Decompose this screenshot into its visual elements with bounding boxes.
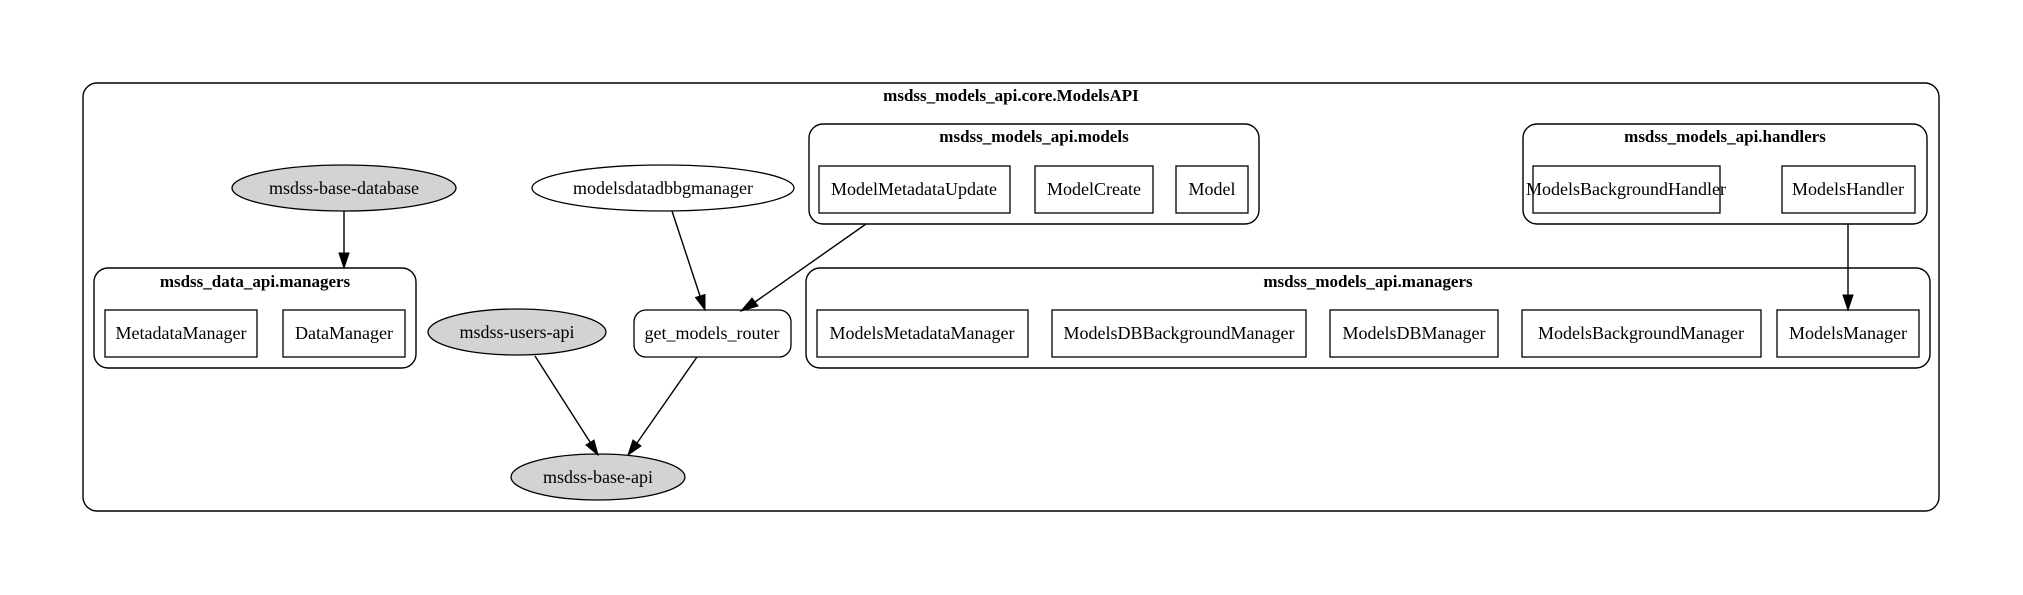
node-label: ModelsManager [1789,323,1907,343]
cluster-title-models-managers: msdss_models_api.managers [1263,272,1473,291]
node-get-models-router[interactable]: get_models_router [633,309,792,358]
node-label: modelsdatadbbgmanager [573,178,753,198]
node-label: ModelsBackgroundManager [1538,323,1744,343]
cluster-title-handlers: msdss_models_api.handlers [1624,127,1826,146]
node-model[interactable]: Model [1175,165,1249,214]
node-label: ModelsMetadataManager [830,323,1015,343]
cluster-title-models: msdss_models_api.models [939,127,1129,146]
edge-router-to-base-api [627,356,698,457]
node-label: msdss-base-api [543,467,653,487]
node-label: get_models_router [645,323,780,343]
node-label: ModelMetadataUpdate [831,179,997,199]
node-label: msdss-users-api [460,322,575,342]
edge-modelsdatadbbgmanager-to-router [671,210,706,312]
node-label: DataManager [295,323,393,343]
edge-users-api-to-base-api [534,355,599,457]
node-model-create[interactable]: ModelCreate [1034,165,1154,214]
node-label: ModelsDBBackgroundManager [1064,323,1295,343]
cluster-models-managers: msdss_models_api.managers ModelsMetadata… [805,267,1931,369]
cluster-data-managers: msdss_data_api.managers MetadataManager … [93,267,417,369]
node-label: ModelsDBManager [1343,323,1486,343]
node-msdss-base-database[interactable]: msdss-base-database [231,164,457,212]
edge-models-to-router [739,223,867,312]
node-models-manager[interactable]: ModelsManager [1776,309,1920,358]
cluster-title-data-managers: msdss_data_api.managers [160,272,351,291]
node-models-db-manager[interactable]: ModelsDBManager [1329,309,1499,358]
node-msdss-users-api[interactable]: msdss-users-api [427,308,607,356]
cluster-handlers: msdss_models_api.handlers ModelsBackgrou… [1522,123,1928,225]
node-label: msdss-base-database [269,178,419,198]
cluster-title-core: msdss_models_api.core.ModelsAPI [883,86,1139,105]
cluster-core-models-api: msdss_models_api.core.ModelsAPI [82,82,1940,512]
node-models-metadata-manager[interactable]: ModelsMetadataManager [816,309,1029,358]
edge-models-handler-to-models-managers [1842,224,1854,312]
edge-base-database-to-data-managers [338,211,350,270]
node-label: Model [1189,179,1236,199]
node-msdss-base-api[interactable]: msdss-base-api [510,453,686,501]
node-data-manager[interactable]: DataManager [282,309,406,358]
node-modelsdatadbbgmanager[interactable]: modelsdatadbbgmanager [531,164,795,212]
node-label: ModelsBackgroundHandler [1526,179,1726,199]
cluster-models: msdss_models_api.models ModelMetadataUpd… [808,123,1260,225]
node-models-db-background-manager[interactable]: ModelsDBBackgroundManager [1051,309,1307,358]
node-models-background-manager[interactable]: ModelsBackgroundManager [1521,309,1762,358]
node-models-background-handler[interactable]: ModelsBackgroundHandler [1526,165,1726,214]
node-label: MetadataManager [116,323,247,343]
node-models-handler[interactable]: ModelsHandler [1781,165,1916,214]
node-label: ModelCreate [1047,179,1141,199]
node-label: ModelsHandler [1792,179,1904,199]
node-metadata-manager[interactable]: MetadataManager [104,309,258,358]
node-model-metadata-update[interactable]: ModelMetadataUpdate [818,165,1011,214]
